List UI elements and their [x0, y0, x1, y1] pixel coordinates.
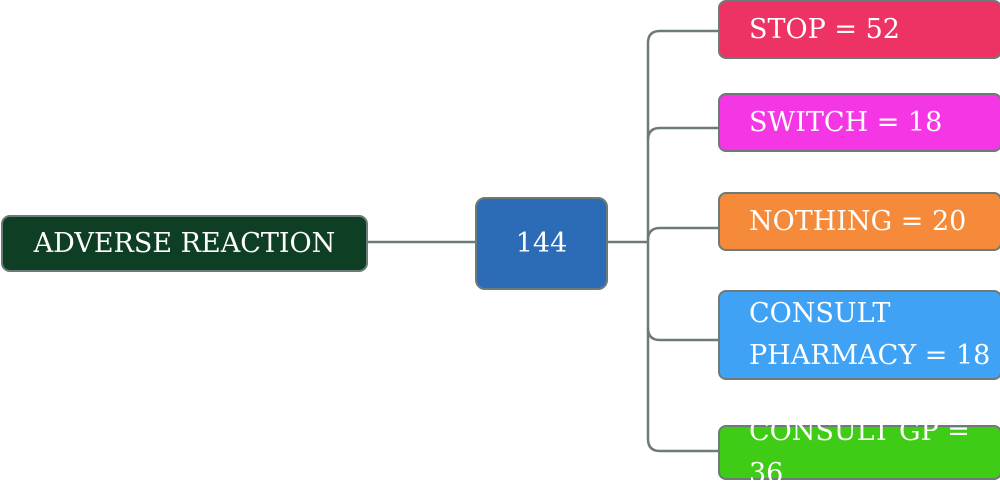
leaf-node-label-line2: PHARMACY = 18	[749, 340, 991, 371]
leaf-node-label: NOTHING = 20	[749, 205, 967, 237]
leaf-node-consult-gp: CONSULT GP = 36	[718, 416, 1000, 489]
branch-connector-stop	[646, 29, 718, 242]
leaf-node-stop: STOP = 52	[718, 0, 1000, 59]
hub-node-total: 144	[475, 197, 608, 290]
branch-connector-nothing	[646, 226, 718, 241]
branch-connector-consult-pharmacy	[646, 242, 718, 342]
root-node-label: ADVERSE REACTION	[33, 227, 336, 259]
root-node-adverse-reaction: ADVERSE REACTION	[1, 215, 368, 272]
branch-connector-consult-gp	[646, 328, 718, 453]
leaf-node-label: CONSULT GP = 36	[749, 415, 970, 489]
leaf-node-consult-pharmacy: CONSULT PHARMACY = 18	[718, 290, 1000, 380]
leaf-node-switch: SWITCH = 18	[718, 93, 1000, 152]
hub-node-label: 144	[515, 227, 568, 259]
leaf-node-nothing: NOTHING = 20	[718, 192, 1000, 251]
leaf-node-label: SWITCH = 18	[749, 106, 943, 138]
leaf-node-label: STOP = 52	[749, 13, 900, 45]
branch-connector-switch	[646, 126, 718, 141]
leaf-node-label-line1: CONSULT	[749, 298, 891, 329]
